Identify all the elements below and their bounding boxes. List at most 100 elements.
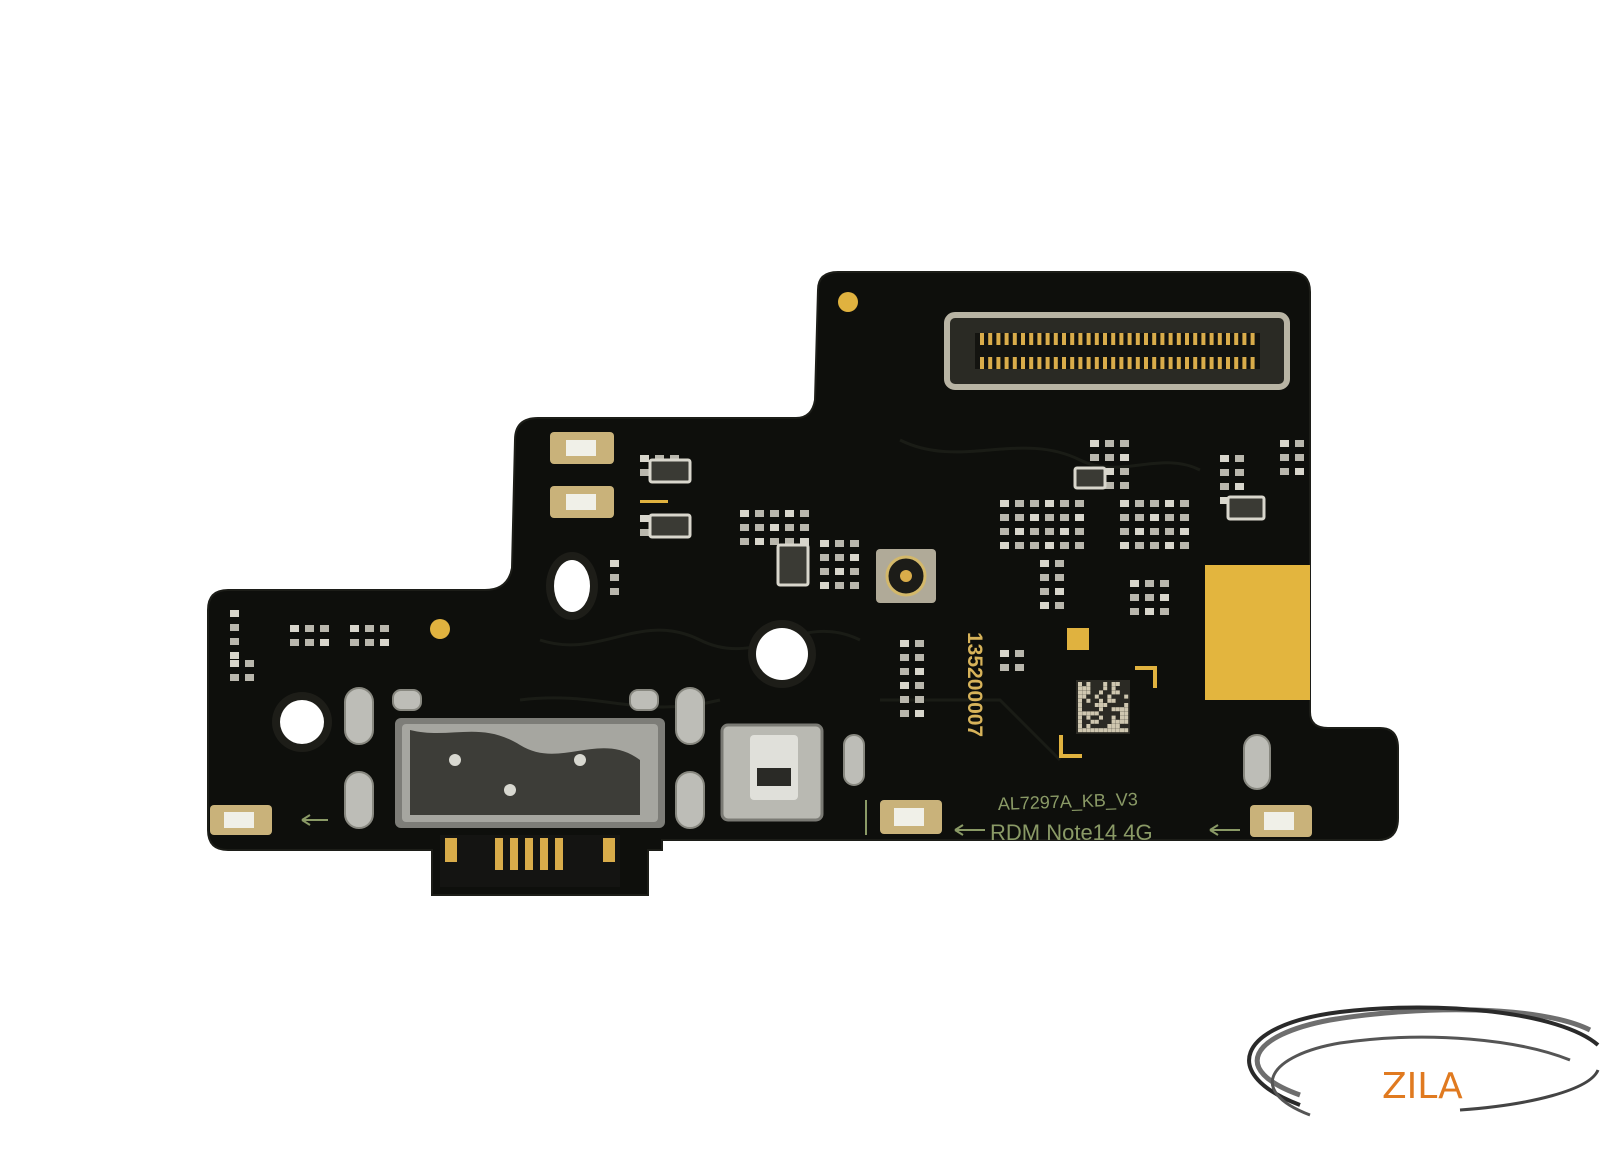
- connector-pin: [1209, 333, 1214, 345]
- smd-part: [1075, 542, 1084, 549]
- smd-part: [1030, 514, 1039, 521]
- smd-part: [1280, 454, 1289, 461]
- datamatrix-cell: [1124, 703, 1129, 707]
- connector-pin: [1103, 357, 1107, 369]
- datamatrix-cell: [1078, 728, 1082, 733]
- serial-number: 135200007: [963, 632, 986, 737]
- smd-part: [835, 582, 844, 589]
- datamatrix-cell: [1115, 690, 1120, 695]
- solder-pad: [675, 687, 705, 745]
- connector-pin: [1094, 357, 1099, 369]
- connector-pin: [1144, 333, 1148, 345]
- usb-c-port: [395, 718, 665, 887]
- connector-pin: [1152, 333, 1157, 345]
- smd-part: [835, 540, 844, 547]
- connector-pin: [1250, 357, 1255, 369]
- datamatrix-cell: [1115, 724, 1120, 728]
- datamatrix-cell: [1120, 728, 1124, 733]
- datamatrix-cell: [1111, 715, 1116, 720]
- smd-part: [365, 625, 374, 632]
- smd-part: [820, 568, 829, 575]
- smd-part: [755, 538, 764, 545]
- connector-pin: [1070, 333, 1075, 345]
- smd-part: [900, 710, 909, 717]
- datamatrix-cell: [1107, 728, 1112, 733]
- connector-pin: [1045, 333, 1050, 345]
- connector-pin: [1201, 333, 1206, 345]
- datamatrix-cell: [1094, 703, 1099, 707]
- datamatrix-cell: [1115, 719, 1120, 724]
- brand-logo-text: ZILA: [1382, 1066, 1463, 1107]
- smd-part: [640, 469, 649, 476]
- smd-part: [1015, 528, 1024, 535]
- datamatrix-cell: [1103, 703, 1108, 707]
- smd-part: [1120, 514, 1129, 521]
- connector-pin: [1217, 333, 1222, 345]
- datamatrix-cell: [1124, 728, 1129, 733]
- smd-part: [230, 674, 239, 681]
- smd-part: [1165, 528, 1174, 535]
- smd-part: [800, 538, 809, 545]
- smd-part: [290, 625, 299, 632]
- smd-part: [820, 540, 829, 547]
- smd-part: [380, 625, 389, 632]
- connector-pin: [980, 357, 984, 369]
- smd-part: [1235, 483, 1244, 490]
- datamatrix-cell: [1086, 698, 1091, 703]
- connector-pin: [1176, 333, 1181, 345]
- smd-part: [1105, 468, 1114, 475]
- connector-pin: [1168, 357, 1173, 369]
- spring-contact: [880, 800, 942, 834]
- smd-part: [1165, 542, 1174, 549]
- smd-part: [1150, 542, 1159, 549]
- mounting-hole: [748, 620, 816, 688]
- gold-test-pad: [838, 292, 858, 312]
- smd-part: [1045, 500, 1054, 507]
- smd-part: [1120, 482, 1129, 489]
- datamatrix-cell: [1099, 698, 1103, 703]
- connector-pin: [1119, 357, 1124, 369]
- datamatrix-cell: [1082, 711, 1087, 716]
- connector-pin: [1226, 357, 1230, 369]
- smd-part: [900, 640, 909, 647]
- datamatrix-cell: [1086, 711, 1091, 716]
- smd-part: [640, 529, 649, 536]
- smd-part: [1045, 542, 1054, 549]
- smd-part: [1235, 455, 1244, 462]
- smd-part: [1220, 455, 1229, 462]
- smd-part: [1015, 664, 1024, 671]
- connector-pin: [1217, 357, 1222, 369]
- mounting-hole: [546, 552, 598, 620]
- smd-part: [900, 696, 909, 703]
- smd-part: [1160, 580, 1169, 587]
- smd-part: [785, 510, 794, 517]
- connector-pin: [1152, 357, 1157, 369]
- smd-part: [1030, 542, 1039, 549]
- smd-part: [230, 624, 239, 631]
- datamatrix-cell: [1120, 715, 1124, 720]
- datamatrix-cell: [1111, 719, 1116, 724]
- datamatrix-cell: [1124, 711, 1129, 716]
- connector-pin: [1045, 357, 1050, 369]
- silk-name: RDM Note14 4G: [990, 820, 1153, 845]
- smd-part: [1165, 500, 1174, 507]
- datamatrix-cell: [1111, 724, 1116, 728]
- smd-part: [1000, 528, 1009, 535]
- smd-part: [1045, 528, 1054, 535]
- datamatrix-cell: [1124, 707, 1129, 712]
- smd-part: [850, 540, 859, 547]
- smd-part: [1090, 440, 1099, 447]
- smd-part: [230, 652, 239, 659]
- datamatrix-cell: [1090, 728, 1095, 733]
- smd-part: [1235, 469, 1244, 476]
- spring-contact: [210, 805, 272, 835]
- smd-part: [776, 543, 810, 587]
- datamatrix-cell: [1103, 686, 1108, 691]
- smd-part: [740, 510, 749, 517]
- smd-part: [1055, 588, 1064, 595]
- connector-pin: [1226, 333, 1230, 345]
- datamatrix-cell: [1107, 694, 1112, 699]
- solder-pad: [843, 734, 865, 786]
- connector-pin: [1250, 333, 1255, 345]
- smd-part: [1150, 500, 1159, 507]
